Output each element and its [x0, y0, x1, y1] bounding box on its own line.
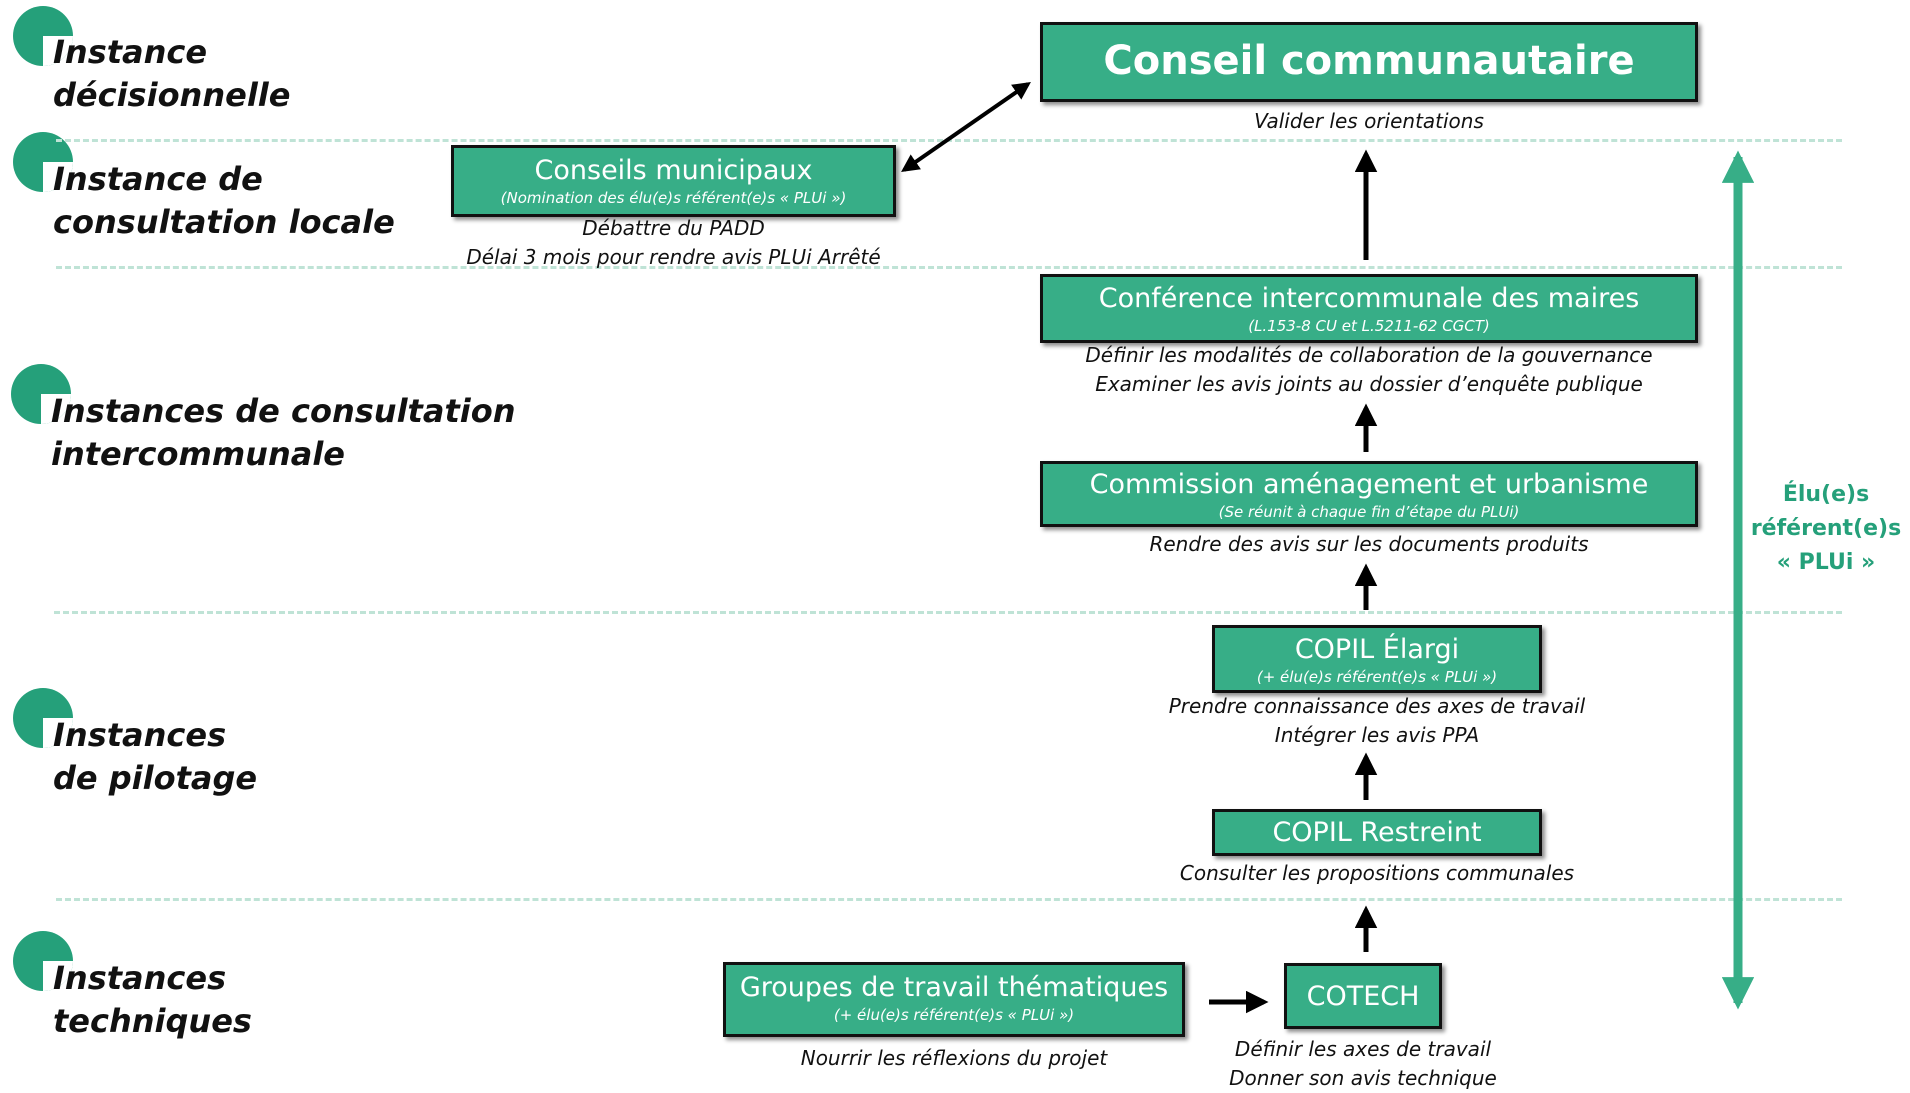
- node-description: Débattre du PADD Délai 3 mois pour rendr…: [466, 216, 881, 269]
- node-groupes-de-travail: Groupes de travail thématiques (+ élu(e)…: [723, 962, 1185, 1037]
- elus-referents-label: Élu(e)s référent(e)s « PLUi »: [1750, 482, 1902, 575]
- arrow-municipaux-communautaire: [901, 81, 1031, 173]
- node-copil-elargi: COPIL Élargi (+ élu(e)s référent(e)s « P…: [1212, 625, 1542, 693]
- separator: [56, 898, 1842, 901]
- node-commission-amenagement: Commission aménagement et urbanisme (Se …: [1040, 461, 1698, 527]
- section-bullet-icon: [13, 132, 73, 192]
- node-description: Consulter les propositions communales: [1179, 861, 1575, 885]
- node-copil-restreint: COPIL Restreint: [1212, 809, 1542, 856]
- node-title: Conseils municipaux: [534, 155, 813, 186]
- section-label: Instance de consultation locale: [53, 160, 395, 241]
- node-description: Nourrir les réflexions du projet: [800, 1046, 1108, 1070]
- node-subtitle: (L.153-8 CU et L.5211-62 CGCT): [1248, 317, 1490, 335]
- node-title: COTECH: [1306, 981, 1420, 1012]
- node-description: Valider les orientations: [1254, 109, 1484, 133]
- node-title: COPIL Élargi: [1294, 634, 1460, 665]
- node-conseil-communautaire: Conseil communautaire: [1040, 22, 1698, 102]
- node-subtitle: (+ élu(e)s référent(e)s « PLUi »): [833, 1006, 1075, 1024]
- node-conseils-municipaux: Conseils municipaux (Nomination des élu(…: [451, 145, 896, 217]
- section-bullet-icon: [11, 364, 71, 424]
- node-description: Définir les modalités de collaboration d…: [1085, 343, 1653, 396]
- node-subtitle: (Se réunit à chaque fin d’étape du PLUi): [1218, 503, 1520, 521]
- section-label: Instances de pilotage: [53, 716, 258, 797]
- node-title: Groupes de travail thématiques: [739, 972, 1169, 1003]
- node-description: Prendre connaissance des axes de travail…: [1168, 694, 1586, 747]
- node-subtitle: (Nomination des élu(e)s référent(e)s « P…: [500, 189, 847, 207]
- node-title: COPIL Restreint: [1272, 817, 1482, 848]
- node-title: Conseil communautaire: [1103, 38, 1635, 84]
- separator: [56, 266, 1842, 269]
- node-conference-intercommunale: Conférence intercommunale des maires (L.…: [1040, 274, 1698, 343]
- section-bullet-icon: [13, 688, 73, 748]
- node-subtitle: (+ élu(e)s référent(e)s « PLUi »): [1256, 668, 1498, 686]
- separator: [54, 611, 1842, 614]
- section-label: Instances techniques: [53, 959, 252, 1040]
- node-title: Conférence intercommunale des maires: [1098, 283, 1640, 314]
- section-label: Instances de consultation intercommunale: [51, 392, 516, 473]
- node-description: Rendre des avis sur les documents produi…: [1149, 532, 1589, 556]
- section-bullet-icon: [13, 6, 73, 66]
- section-bullet-icon: [13, 931, 73, 991]
- node-title: Commission aménagement et urbanisme: [1089, 469, 1649, 500]
- section-label: Instance décisionnelle: [53, 33, 291, 114]
- node-cotech: COTECH: [1284, 963, 1442, 1029]
